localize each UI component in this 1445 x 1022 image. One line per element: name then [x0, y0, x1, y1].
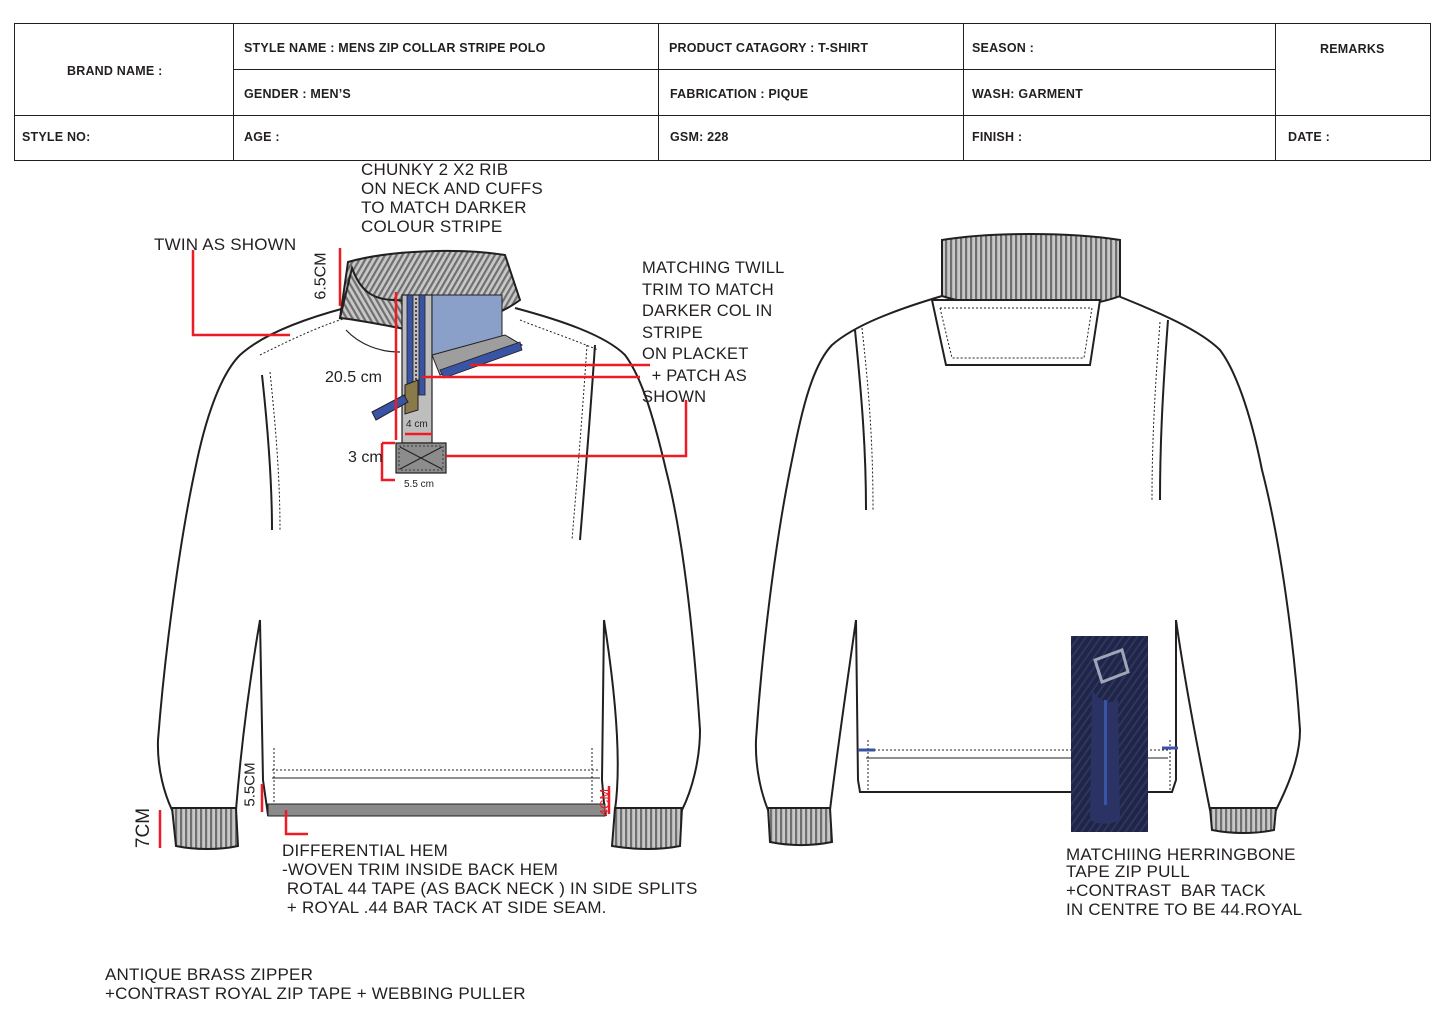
hem-note-line: -WOVEN TRIM INSIDE BACK HEM	[282, 860, 559, 879]
zip-pull-note-line: MATCHIING HERRINGBONE	[1066, 845, 1296, 864]
style-name-label: STYLE NAME : MENS ZIP COLLAR STRIPE POLO	[244, 41, 546, 55]
placket-length-label: 20.5 cm	[325, 369, 382, 386]
table-divider	[15, 115, 1430, 117]
cuff-height-label: 7CM	[133, 807, 155, 849]
zipper-note-line: +CONTRAST ROYAL ZIP TAPE + WEBBING PULLE…	[105, 984, 526, 1003]
placket-tape	[418, 294, 426, 396]
zipper-note: ANTIQUE BRASS ZIPPER +CONTRAST ROYAL ZIP…	[105, 965, 526, 1003]
hem-note: DIFFERENTIAL HEM -WOVEN TRIM INSIDE BACK…	[282, 841, 698, 917]
back-view	[754, 233, 1302, 846]
table-divider	[658, 24, 660, 160]
zip-pull-note-line: +CONTRAST BAR TACK	[1066, 881, 1266, 900]
twill-note-line: SHOWN	[642, 388, 707, 406]
back-left-cuff	[766, 807, 834, 846]
dimension-lines	[158, 248, 688, 848]
table-divider	[1275, 24, 1277, 160]
back-right-cuff	[1208, 807, 1278, 834]
twill-note-line: STRIPE	[642, 323, 703, 342]
right-cuff	[610, 807, 684, 850]
table-divider	[963, 24, 965, 160]
twin-note: TWIN AS SHOWN	[154, 235, 297, 254]
zip-pull-photo	[1071, 636, 1148, 832]
season-label: SEASON :	[972, 41, 1035, 55]
front-raglan-left	[261, 374, 273, 531]
collar-height-label: 6.5CM	[312, 252, 330, 300]
finish-label: FINISH :	[972, 130, 1023, 144]
twill-note: MATCHING TWILL TRIM TO MATCH DARKER COL …	[642, 258, 784, 409]
patch-leader	[446, 400, 688, 458]
table-divider	[233, 69, 1275, 71]
rib-note-line: COLOUR STRIPE	[361, 217, 503, 236]
zip-pull-note-line: TAPE ZIP PULL	[1066, 862, 1190, 881]
hem-note-line: + ROYAL .44 BAR TACK AT SIDE SEAM.	[282, 898, 607, 917]
twill-note-line: + PATCH AS	[642, 366, 747, 385]
back-raglan-left	[854, 329, 867, 511]
twill-note-line: MATCHING TWILL	[642, 259, 785, 277]
back-neck-patch-stitch	[939, 307, 1093, 359]
gsm-label: GSM: 228	[670, 130, 729, 144]
remarks-label: REMARKS	[1320, 42, 1385, 56]
rib-note-line: CHUNKY 2 X2 RIB	[361, 160, 509, 179]
back-collar	[941, 233, 1121, 309]
twill-note-line: TRIM TO MATCH	[642, 280, 774, 299]
front-raglan-right-stitch	[571, 344, 588, 541]
left-cuff	[170, 807, 240, 850]
zipper-note-line: ANTIQUE BRASS ZIPPER	[105, 965, 314, 984]
zip-puller-webbing	[371, 394, 409, 421]
fabrication-label: FABRICATION : PIQUE	[670, 87, 809, 101]
spec-header-table: BRAND NAME : STYLE NAME : MENS ZIP COLLA…	[14, 23, 1431, 161]
back-body-outline	[754, 295, 1302, 811]
front-body-outline	[156, 307, 702, 816]
back-raglan-right-stitch	[1151, 321, 1161, 501]
front-shoulder-stitch-r	[519, 319, 599, 351]
table-divider	[233, 24, 235, 160]
placket-width-label: 4 cm	[406, 419, 428, 430]
zip-puller	[404, 379, 419, 415]
gender-label: GENDER : MEN’S	[244, 87, 351, 101]
hem-height-label: 5.5CM	[241, 762, 259, 807]
brand-name-label: BRAND NAME :	[67, 64, 163, 78]
date-label: DATE :	[1288, 130, 1330, 144]
back-neck-patch	[930, 299, 1102, 366]
product-category-label: PRODUCT CATAGORY : T-SHIRT	[669, 41, 869, 55]
wash-label: WASH: GARMENT	[972, 87, 1083, 101]
patch-height-label: 3 cm	[348, 449, 383, 466]
zip-pull-note: MATCHIING HERRINGBONE TAPE ZIP PULL +CON…	[1066, 846, 1302, 918]
age-label: AGE :	[244, 130, 280, 144]
front-view	[156, 249, 702, 850]
back-raglan-right	[1159, 319, 1169, 501]
placket-tape	[406, 294, 414, 396]
split-height-label: 4CM	[597, 788, 613, 817]
zip-pull-note-line: IN CENTRE TO BE 44.ROYAL	[1066, 900, 1303, 919]
back-hem-trim	[267, 803, 606, 817]
differential-hem-leader	[284, 810, 308, 836]
patch-height-dim	[380, 443, 395, 482]
placket-flap-tape	[439, 341, 523, 379]
rib-note-line: TO MATCH DARKER	[361, 198, 527, 217]
style-no-label: STYLE NO:	[22, 130, 91, 144]
front-shoulder-stitch	[259, 317, 347, 356]
front-raglan-right	[579, 344, 596, 541]
rib-note: CHUNKY 2 X2 RIB ON NECK AND CUFFS TO MAT…	[361, 160, 543, 236]
twin-leader	[191, 250, 290, 337]
hem-note-line: DIFFERENTIAL HEM	[282, 841, 448, 860]
hem-note-line: ROTAL 44 TAPE (AS BACK NECK ) IN SIDE SP…	[282, 879, 698, 898]
front-raglan-left-stitch	[269, 371, 281, 531]
twill-note-line: DARKER COL IN	[642, 302, 773, 320]
twill-note-line: ON PLACKET	[642, 345, 749, 363]
patch-stitch	[398, 445, 444, 471]
patch-width-label: 5.5 cm	[404, 479, 435, 490]
rib-note-line: ON NECK AND CUFFS	[361, 179, 543, 198]
back-raglan-left-stitch	[861, 327, 874, 511]
patch-cross	[399, 446, 443, 470]
